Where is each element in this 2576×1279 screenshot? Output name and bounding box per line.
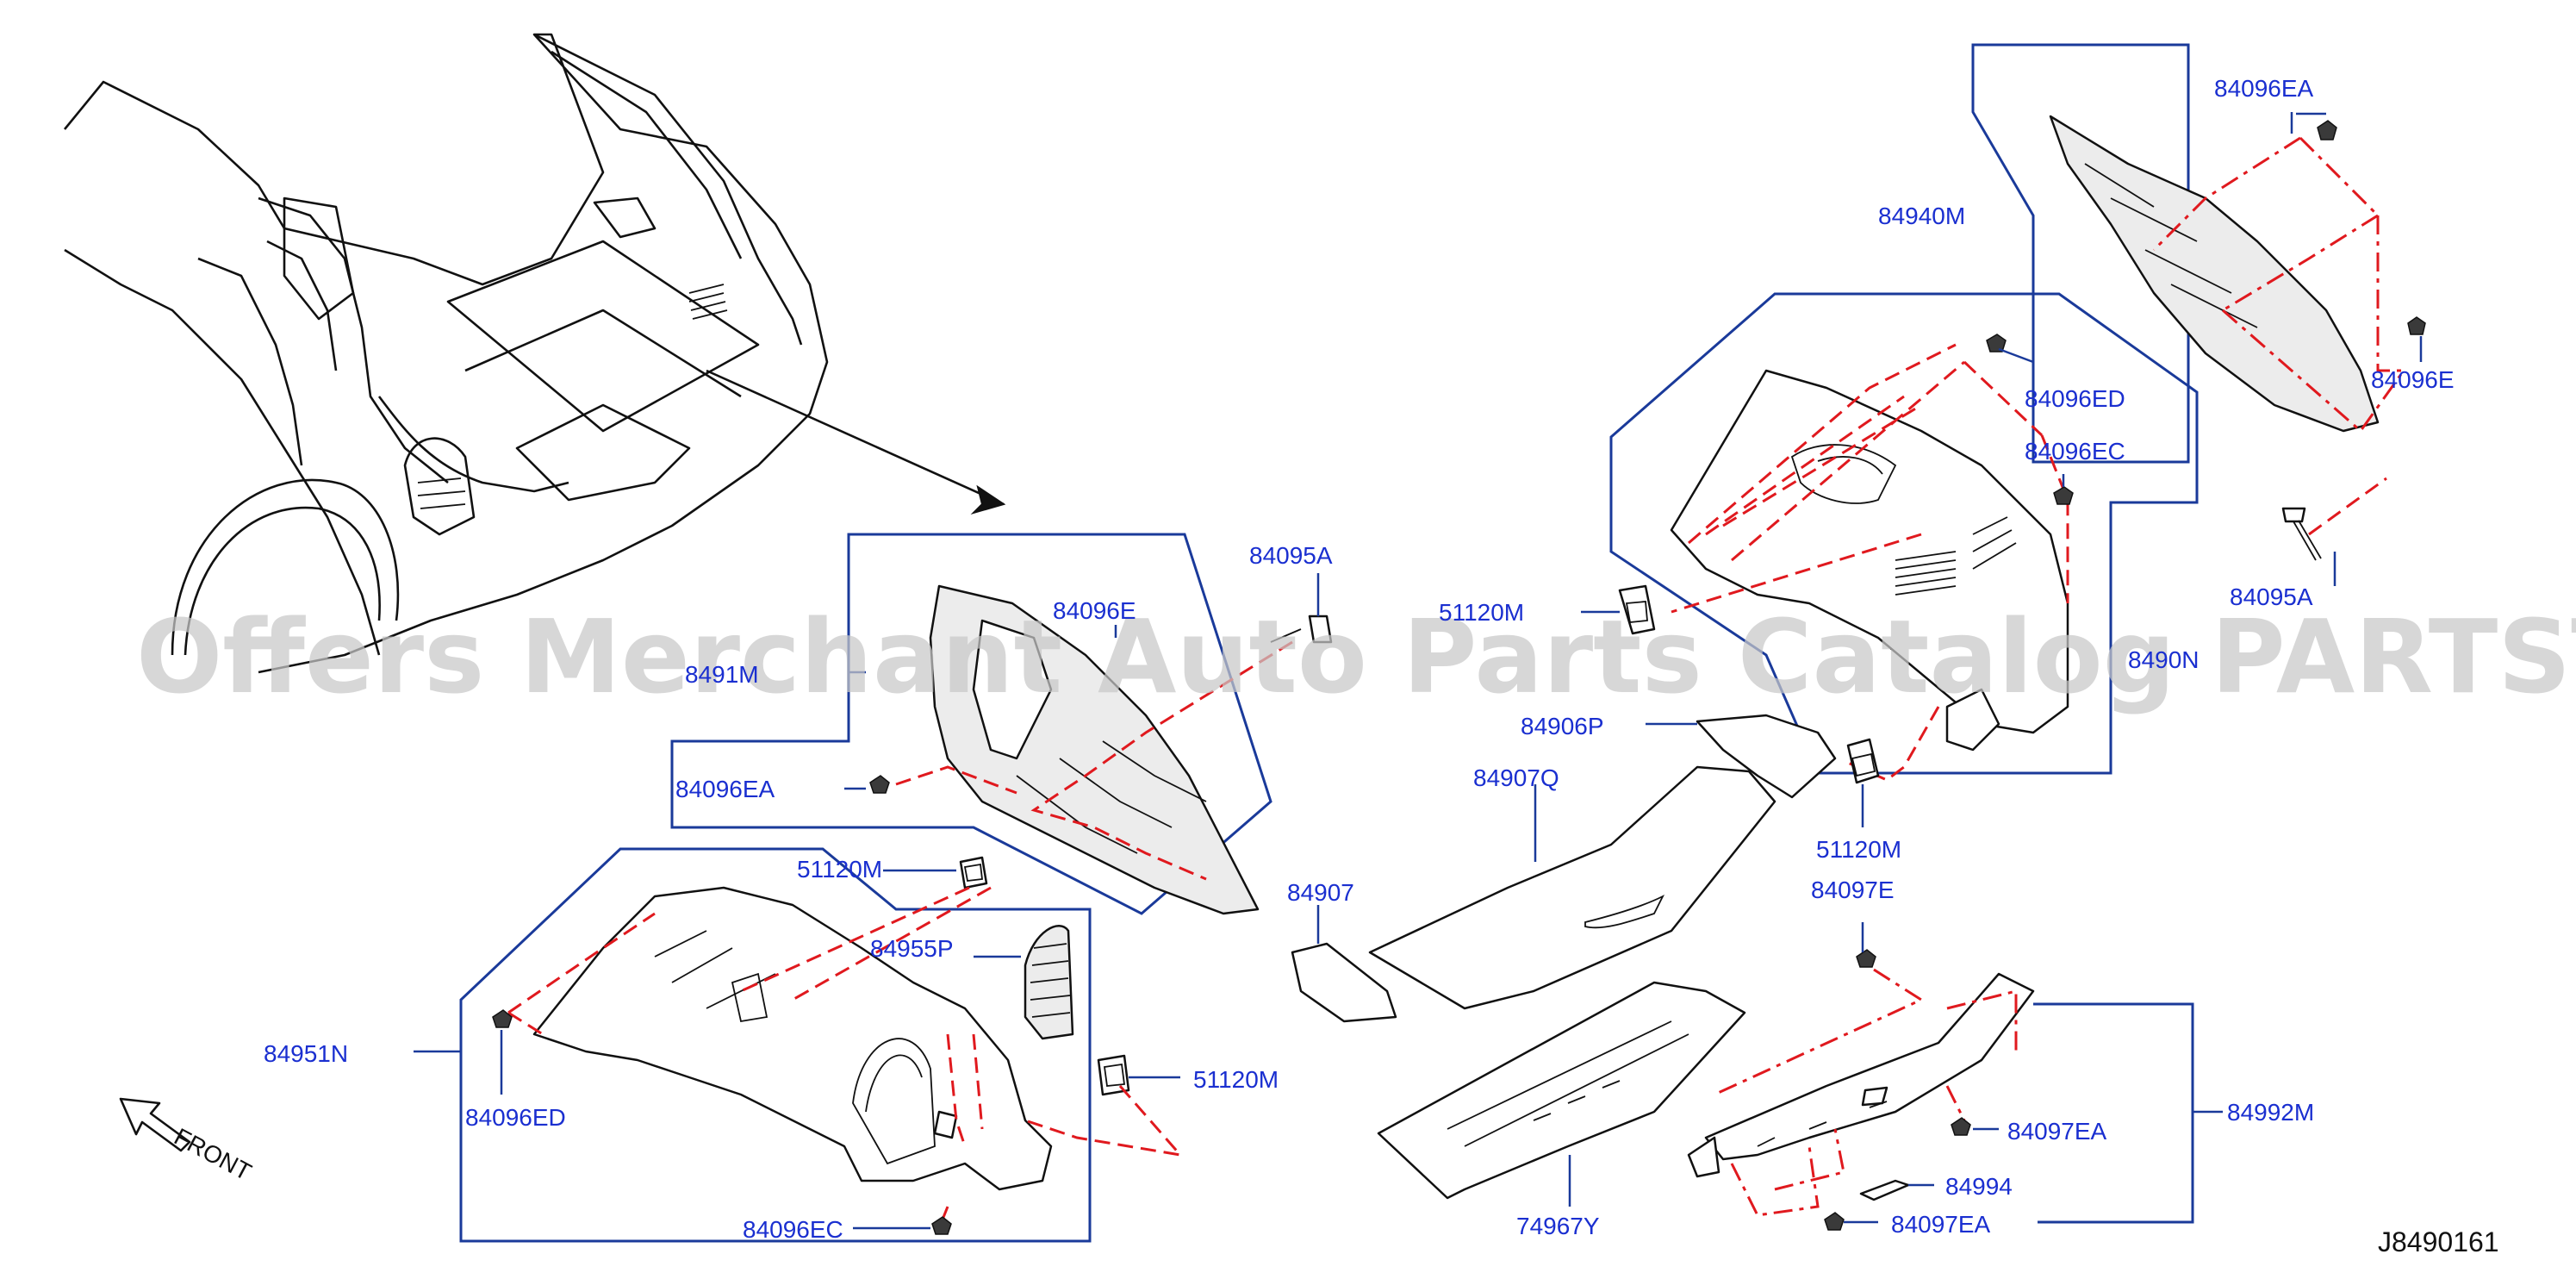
front-arrow: FRONT [119, 1097, 256, 1186]
callout-box-84940m [1971, 43, 2190, 464]
board-84907 [1291, 942, 1397, 1023]
clip-84097ea-a [1951, 1117, 1971, 1136]
label-51120m-left: 51120M [797, 856, 882, 883]
clip-84097ea-b [1824, 1212, 1845, 1231]
floor-panel-74967y [1377, 981, 1746, 1200]
clip-84096ed-left [492, 1009, 513, 1028]
watermark-text: Offers Merchant Auto Parts Catalog PARTS… [136, 597, 2576, 716]
label-84906p: 84906P [1521, 713, 1604, 739]
sill-trim-84992m [1704, 972, 2035, 1161]
upper-trim-panel [2049, 115, 2380, 433]
callout-box-8491m [670, 533, 1272, 915]
label-84097ea-a: 84097EA [2007, 1118, 2107, 1145]
label-84096ea-top: 84096EA [2214, 75, 2314, 102]
screw-84095a-left [1270, 615, 1333, 644]
group-84940m [1971, 43, 2426, 586]
bracket-51120m-right [1846, 738, 1880, 784]
label-84096ed-left: 84096ED [465, 1104, 566, 1131]
callout-box-84992m [2033, 1002, 2194, 1224]
clip-84994 [1859, 1179, 1910, 1201]
group-8490n [1609, 292, 2199, 782]
clip-84096e-right [2407, 316, 2426, 335]
clip-84096ea-left [869, 775, 890, 794]
callout-box-84951n [459, 847, 1092, 1243]
diagram-code: J8490161 [2378, 1226, 2499, 1257]
label-84097e: 84097E [1811, 877, 1895, 903]
label-84096ea-left: 84096EA [675, 776, 775, 802]
bracket-51120m-mid [1618, 584, 1656, 635]
label-84095a-left: 84095A [1249, 542, 1333, 569]
label-84096ec-left: 84096EC [743, 1216, 843, 1243]
label-84096ec-right: 84096EC [2025, 438, 2125, 465]
clip-84097e [1856, 949, 1876, 968]
vehicle-rear-illustration [63, 33, 1006, 674]
clip-84096ea-top [2317, 120, 2337, 140]
label-84095a-right: 84095A [2230, 583, 2313, 610]
cover-84906p [1696, 714, 1837, 799]
group-8491m [670, 533, 1333, 915]
part-labels: 84096EA 84940M 84096E 84096ED 84096EC 84… [264, 75, 2499, 1257]
speaker-grille-84955p [1024, 925, 1074, 1040]
bracket-51120m-lower [1097, 1054, 1130, 1096]
label-51120m-right: 51120M [1816, 836, 1901, 863]
label-84907q: 84907Q [1473, 764, 1559, 791]
label-84096e-right: 84096E [2371, 366, 2455, 393]
board-84907q [1368, 765, 1776, 1010]
label-51120m-mid: 51120M [1439, 599, 1524, 626]
label-84992m: 84992M [2227, 1099, 2314, 1126]
label-84096ed-right: 84096ED [2025, 385, 2125, 412]
bracket-51120m-left [959, 856, 988, 889]
label-84951n: 84951N [264, 1040, 348, 1067]
label-8490n: 8490N [2128, 646, 2200, 673]
label-84994: 84994 [1945, 1173, 2013, 1200]
front-label: FRONT [170, 1123, 256, 1186]
group-84992m [1687, 922, 2223, 1231]
label-84940m: 84940M [1878, 203, 1965, 229]
label-74967y: 74967Y [1516, 1213, 1600, 1239]
label-84955p: 84955P [870, 935, 954, 962]
screw-84095a-right [2281, 507, 2322, 561]
label-8491m: 8491M [685, 661, 759, 688]
label-84907: 84907 [1287, 879, 1354, 906]
label-51120m-lower: 51120M [1193, 1066, 1279, 1093]
side-trim-panel-left-lower [532, 886, 1053, 1191]
callout-box-8490n [1609, 292, 2199, 775]
clip-84096ed-right [1986, 334, 2007, 353]
label-84096e-left: 84096E [1053, 597, 1136, 624]
clip-84096ec-right [2053, 486, 2074, 505]
label-84097ea-b: 84097EA [1891, 1211, 1991, 1238]
clip-84096ec-left [931, 1216, 952, 1235]
group-84951n [414, 847, 1184, 1243]
